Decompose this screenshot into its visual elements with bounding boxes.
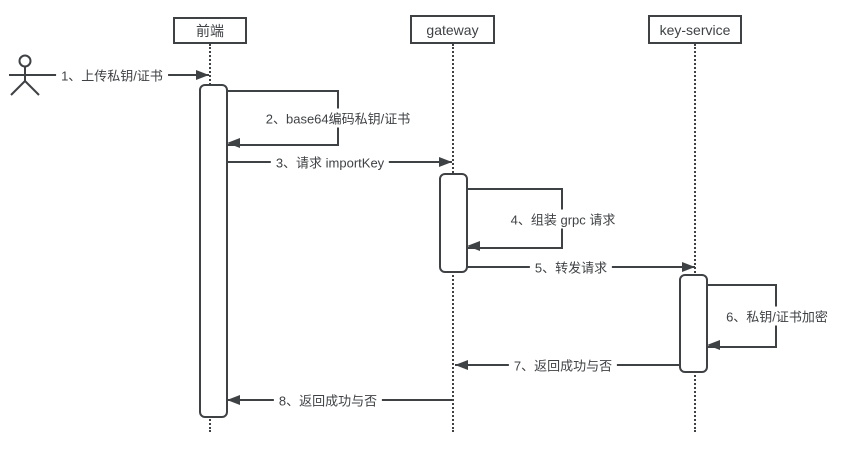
arrow-head-right-icon <box>682 262 695 272</box>
message-2-self-loop: 2、base64编码私钥/证书 <box>227 90 416 148</box>
message-4-self-loop: 4、组装 grpc 请求 <box>467 188 621 251</box>
arrow-head-left-icon <box>227 138 240 148</box>
message-5: 5、转发请求 <box>467 257 695 277</box>
message-2-label: 2、base64编码私钥/证书 <box>260 108 416 128</box>
participant-key-service: key-service <box>648 15 742 44</box>
arrow-head-left-icon <box>227 395 240 405</box>
message-3: 3、请求 importKey <box>227 152 452 172</box>
participant-frontend-label: 前端 <box>196 22 224 39</box>
message-4-label: 4、组装 grpc 请求 <box>505 209 621 228</box>
message-6-label: 6、私钥/证书加密 <box>721 306 833 326</box>
stick-figure-icon <box>9 54 41 96</box>
participant-gateway: gateway <box>410 15 495 44</box>
participant-gateway-label: gateway <box>426 21 479 38</box>
arrow-head-right-icon <box>196 70 209 80</box>
activation-key-service <box>679 274 708 373</box>
arrow-head-left-icon <box>467 241 480 251</box>
message-6-self-loop: 6、私钥/证书加密 <box>707 284 833 350</box>
arrow-head-right-icon <box>439 157 452 167</box>
message-8-label: 8、返回成功与否 <box>273 390 383 410</box>
lifeline-key-service <box>694 44 696 432</box>
arrow-head-left-icon <box>707 340 720 350</box>
message-7: 7、返回成功与否 <box>455 355 679 375</box>
activation-gateway <box>439 173 468 273</box>
message-8: 8、返回成功与否 <box>227 390 452 410</box>
message-7-label: 7、返回成功与否 <box>508 355 618 375</box>
message-3-label: 3、请求 importKey <box>270 152 390 172</box>
arrow-head-left-icon <box>455 360 468 370</box>
activation-frontend <box>199 84 228 418</box>
participant-frontend: 前端 <box>173 17 247 44</box>
message-5-label: 5、转发请求 <box>529 257 613 277</box>
participant-key-service-label: key-service <box>659 21 731 38</box>
message-1: 1、上传私钥/证书 <box>40 65 209 85</box>
message-1-label: 1、上传私钥/证书 <box>56 65 168 85</box>
